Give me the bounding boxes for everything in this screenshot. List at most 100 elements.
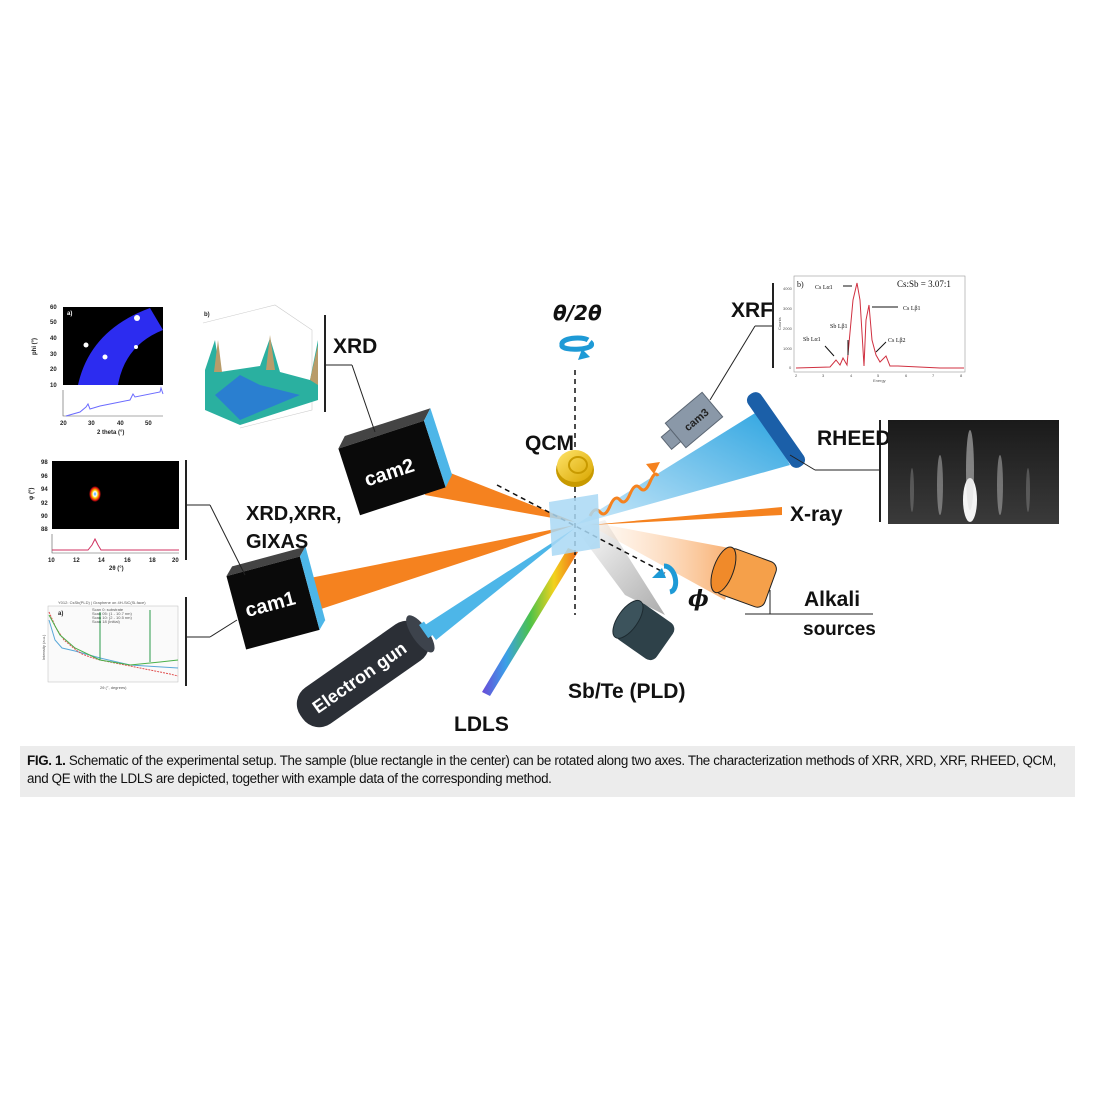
ytick: 0 [789,365,792,370]
xrf-leader [709,325,756,401]
xtick: 4 [850,373,853,378]
alkali-source [710,546,777,608]
inset-c-xlabel: 2θ (°) [109,566,124,572]
xrd-xrr-label: XRD,XRR, [246,503,342,525]
rheed-pattern-image [888,420,1059,524]
peak-arrow [824,345,835,357]
peak-label: Sb Lβ1 [830,324,848,330]
xtick: 20 [172,558,179,564]
alkali-plume [580,520,740,600]
xtick: 16 [124,558,131,564]
ytick: 98 [41,460,48,466]
ytick: 40 [50,336,57,342]
qcm-crystal [556,450,594,487]
xtick: 8 [960,373,963,378]
inset-a-ylabel: phi (°) [32,338,38,355]
cam2: cam2 [338,408,453,516]
xtick: 6 [905,373,908,378]
pld-source [612,599,675,661]
sbte-label: Sb/Te (PLD) [568,680,685,703]
electron-beam [425,528,575,640]
legend-entry: Scan 0: substrate [92,607,124,612]
xtick: 7 [932,373,935,378]
inset-d-title: Y012: CsSb(PLD) | Graphene on 4H-SiC(Si-… [58,600,146,605]
ytick: 90 [41,514,48,520]
cam1: cam1 [226,546,326,650]
cam1-beam [310,525,575,610]
xtick: 30 [88,421,95,427]
rheed-leader [789,454,816,471]
xtick: 20 [60,421,67,427]
xrf-fluorescence-wave [588,472,660,517]
ytick: 2000 [783,326,793,331]
gixas-label: GIXAS [246,531,308,553]
xtick: 2 [795,373,798,378]
cam1-leader-top-diag [209,504,246,576]
electron-gun: Electron gun [296,615,435,728]
ytick: 92 [41,501,48,507]
xrf-xlabel: Energy [873,378,886,383]
inset-a-xlabel: 2 theta (°) [97,430,124,436]
ytick: 94 [41,487,48,493]
legend-entry: Scan 10: (2 - 10.5 nm) [92,615,132,620]
ytick: 20 [50,367,57,373]
cam1-leader-bottom-diag [209,619,238,638]
xtick: 10 [48,558,55,564]
xrd-label: XRD [333,335,377,358]
xrf-panel: b) [797,280,804,289]
peak-arrow [875,341,887,353]
sample [549,494,600,556]
legend-entry: Scan 05: (1 - 10.7 nm) [92,611,132,616]
xtick: 40 [117,421,124,427]
inset-a-panel: a) [67,311,72,317]
peak-label: Sb Lα1 [803,337,821,343]
qcm-label: QCM [525,432,574,455]
figure-caption: FIG. 1. Schematic of the experimental se… [20,746,1075,797]
cam3: cam3 [660,391,724,450]
rheed-screen [746,392,806,468]
inset-xrf-spectrum: b) Cs:Sb = 3.07:1 Cs Lα1 Cs Lβ1 Sb Lβ1 S… [777,275,966,383]
xrd-leader [351,364,376,433]
xtick: 50 [145,421,152,427]
ytick: 1000 [783,346,793,351]
inset-b-3d-plot: b) [202,304,318,429]
xrf-label: XRF [731,299,773,322]
phi-label: ϕ [688,586,709,612]
inset-d-xlabel: 2θ (°, degrees) [100,685,127,690]
inset-d-ylabel: Intensity (a.u.) [41,634,46,660]
ytick: 3000 [783,306,793,311]
inset-d-xrr-plot: Y012: CsSb(PLD) | Graphene on 4H-SiC(Si-… [41,600,179,690]
xtick: 12 [73,558,80,564]
sources-label: sources [803,619,876,640]
peak-label: Cs Lβ1 [903,306,921,312]
inset-c-ylabel: φ (°) [29,488,35,500]
inset-c-phi-2theta-map: 98 96 94 92 90 88 φ (°) 10 12 14 16 18 2… [29,460,179,572]
xtick: 14 [98,558,105,564]
beams [310,410,790,696]
ldls-label: LDLS [454,713,509,736]
caption-label: FIG. 1. [27,753,66,768]
inset-d-panel: a) [58,611,63,617]
ytick: 60 [50,305,57,311]
ytick: 96 [41,474,48,480]
peak-label: Cs Lα1 [815,285,833,291]
ytick: 30 [50,352,57,358]
ldls-beam [482,548,578,696]
cam2-beam [425,465,575,522]
inset-a-xrd-map: a) 60 50 40 30 20 10 phi (°) 20 30 40 50… [32,305,164,436]
rheed-label: RHEED [817,427,891,450]
xtick: 3 [822,373,825,378]
xtick: 5 [877,373,880,378]
inset-b-panel: b) [204,312,210,318]
theta-rotation-arrow-icon [559,335,595,360]
wave-arrowhead [646,462,660,474]
ytick: 10 [50,383,57,389]
xrf-ylabel: Counts [777,317,782,330]
xray-beam [590,507,782,525]
caption-text: Schematic of the experimental setup. The… [27,753,1057,786]
ytick: 4000 [783,286,793,291]
alkali-label: Alkali [804,588,860,611]
xray-label: X-ray [790,503,843,526]
ytick: 88 [41,527,48,533]
ytick: 50 [50,320,57,326]
